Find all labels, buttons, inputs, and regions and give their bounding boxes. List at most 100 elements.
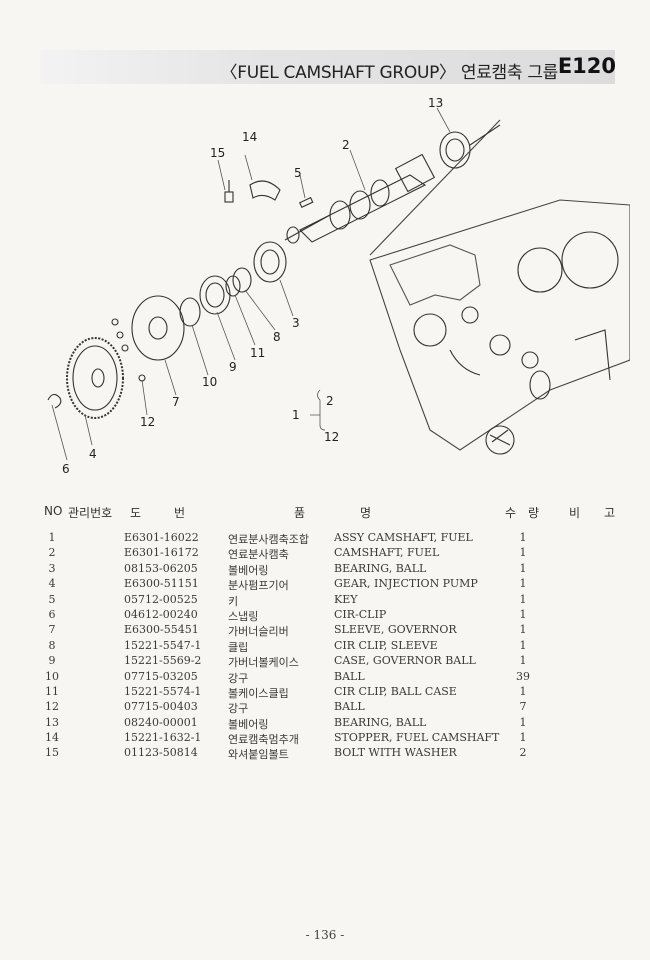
row-name: ASSY CAMSHAFT, FUEL	[334, 531, 473, 544]
callout-5: 5	[294, 166, 302, 180]
row-part-no: E6300-51151	[124, 577, 199, 591]
row-korean-name: 연료분사캠축	[228, 548, 289, 562]
table-row: 2 E6301-16172 연료분사캠축 CAMSHAFT, FUEL 1	[0, 546, 650, 561]
row-no: 13	[45, 715, 59, 729]
row-name: CIR CLIP, SLEEVE	[334, 638, 438, 652]
row-name: CAMSHAFT, FUEL	[334, 546, 440, 560]
col-qty-2: 량	[528, 506, 540, 520]
row-qty: 1	[519, 546, 527, 560]
col-remark-1: 비	[569, 506, 581, 520]
col-part-no: 관리번호	[68, 506, 113, 520]
callout-13: 13	[428, 96, 444, 110]
row-part-no: 07715-00403	[124, 700, 198, 714]
row-no: 7	[48, 623, 56, 637]
col-no: NO	[44, 504, 63, 518]
row-korean-name: 볼베어링	[228, 563, 269, 577]
row-no: 4	[48, 577, 56, 591]
row-qty: 1	[519, 731, 527, 745]
callout-8: 8	[273, 330, 281, 344]
col-drawing-1: 도	[130, 506, 142, 520]
header-band	[40, 50, 615, 84]
row-name: BEARING, BALL	[334, 561, 427, 575]
row-qty: 1	[519, 577, 527, 591]
row-qty: 1	[519, 592, 527, 606]
row-korean-name: 가버너볼케이스	[228, 656, 299, 670]
callout-10: 10	[202, 375, 218, 389]
page-title: 〈FUEL CAMSHAFT GROUP〉 연료캠축 그룹	[220, 63, 559, 83]
callout-15: 15	[210, 146, 226, 160]
col-drawing-2: 번	[174, 506, 186, 520]
row-no: 9	[48, 654, 56, 668]
row-name: GEAR, INJECTION PUMP	[334, 577, 478, 591]
row-qty: 39	[516, 669, 530, 683]
row-no: 8	[48, 638, 56, 652]
row-no: 5	[48, 592, 56, 606]
row-no: 14	[45, 731, 59, 745]
row-korean-name: 볼케이스클립	[228, 686, 289, 700]
row-qty: 1	[519, 623, 527, 637]
row-part-no: 04612-00240	[124, 607, 198, 621]
row-no: 6	[48, 607, 56, 621]
col-name-2: 명	[360, 506, 372, 520]
row-qty: 1	[519, 638, 527, 652]
bearing-13	[439, 124, 501, 169]
page-number: - 136 -	[305, 928, 345, 942]
row-no: 3	[48, 561, 56, 575]
row-qty: 1	[519, 715, 527, 729]
callout-group-2: 2	[326, 394, 334, 408]
engine-housing	[369, 119, 631, 455]
exploded-parts-diagram: 13 14 15 2 5 3 8 11 9 10 7 12 6 4 1 2 12	[30, 90, 631, 480]
row-qty: 1	[519, 561, 527, 575]
row-part-no: 08240-00001	[124, 715, 198, 729]
row-part-no: 08153-06205	[124, 561, 198, 575]
row-name: BALL	[334, 669, 365, 683]
callout-4: 4	[89, 447, 97, 461]
stopper-14	[224, 180, 281, 203]
section-code: E120	[557, 54, 616, 78]
row-korean-name: 와셔붙임볼트	[228, 748, 289, 762]
row-part-no: E6301-16022	[124, 531, 199, 544]
row-name: CIR CLIP, BALL CASE	[334, 684, 457, 698]
row-qty: 7	[519, 700, 527, 714]
row-name: BEARING, BALL	[334, 715, 427, 729]
row-part-no: 15221-5574-1	[124, 684, 202, 698]
bearing-3	[253, 241, 287, 283]
col-name-1: 품	[294, 506, 306, 520]
row-no: 2	[48, 546, 56, 560]
callout-group-12: 12	[324, 430, 340, 444]
parts-table-header: NO 관리번호 도 번 품 명 수 량 비 고	[0, 504, 650, 522]
callout-3: 3	[292, 316, 300, 330]
circlip-6	[47, 393, 62, 409]
callout-9: 9	[229, 360, 237, 374]
row-name: BALL	[334, 700, 365, 714]
row-no: 10	[45, 669, 59, 683]
callout-14: 14	[242, 130, 258, 144]
callout-6: 6	[62, 462, 70, 476]
row-no: 1	[48, 531, 56, 544]
row-name: CIR-CLIP	[334, 607, 387, 621]
callout-2: 2	[342, 138, 350, 152]
row-part-no: 05712-00525	[124, 592, 198, 606]
row-part-no: E6300-55451	[124, 623, 199, 637]
row-qty: 1	[519, 607, 527, 621]
row-part-no: 01123-50814	[124, 746, 198, 760]
row-part-no: E6301-16172	[124, 546, 199, 560]
row-korean-name: 강구	[228, 702, 249, 716]
row-name: SLEEVE, GOVERNOR	[334, 623, 457, 637]
parts-drawing	[47, 107, 631, 461]
row-qty: 1	[519, 654, 527, 668]
row-korean-name: 키	[228, 594, 239, 608]
row-qty: 2	[519, 746, 527, 760]
injection-pump-gear	[66, 337, 124, 419]
callout-7: 7	[172, 395, 180, 409]
